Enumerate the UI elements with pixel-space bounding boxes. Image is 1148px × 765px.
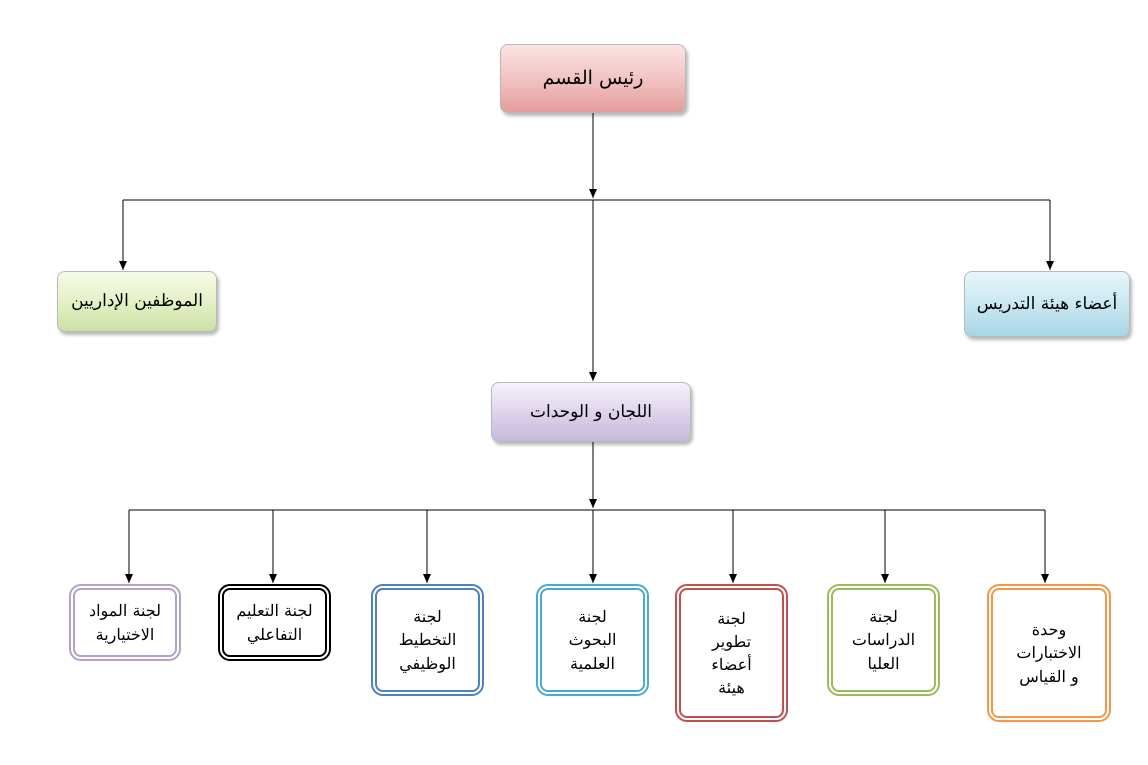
unit-testing-and-measurement: وحدة الاختبارات و القياس [987,584,1111,722]
committees-and-units-label: اللجان و الوحدات [529,401,653,422]
unit-label: لجنة تطوير أعضاء هيئة [711,608,752,698]
faculty-members-box: أعضاء هيئة التدريس [964,271,1130,337]
head-of-department-label: رئيس القسم [542,67,644,90]
unit-faculty-development-committee: لجنة تطوير أعضاء هيئة [675,584,788,722]
unit-label: وحدة الاختبارات و القياس [1016,620,1082,686]
faculty-members-label: أعضاء هيئة التدريس [976,293,1118,314]
unit-elective-courses-committee: لجنة المواد الاختيارية [69,584,181,661]
unit-interactive-learning-committee: لجنة التعليم التفاعلي [218,584,331,661]
head-of-department-box: رئيس القسم [500,44,686,113]
unit-label: لجنة المواد الاختيارية [88,601,162,644]
unit-label: لجنة البحوث العلمية [568,607,617,673]
unit-graduate-studies-committee: لجنة الدراسات العليا [827,584,940,696]
unit-label: لجنة التخطيط الوظيفي [398,607,457,673]
committees-and-units-box: اللجان و الوحدات [491,382,691,442]
administrative-staff-box: الموظفين الإداريين [57,271,217,332]
unit-scientific-research-committee: لجنة البحوث العلمية [536,584,649,696]
unit-label: لجنة الدراسات العليا [851,607,916,673]
unit-label: لجنة التعليم التفاعلي [236,601,313,644]
administrative-staff-label: الموظفين الإداريين [71,291,203,312]
unit-career-planning-committee: لجنة التخطيط الوظيفي [371,584,484,696]
